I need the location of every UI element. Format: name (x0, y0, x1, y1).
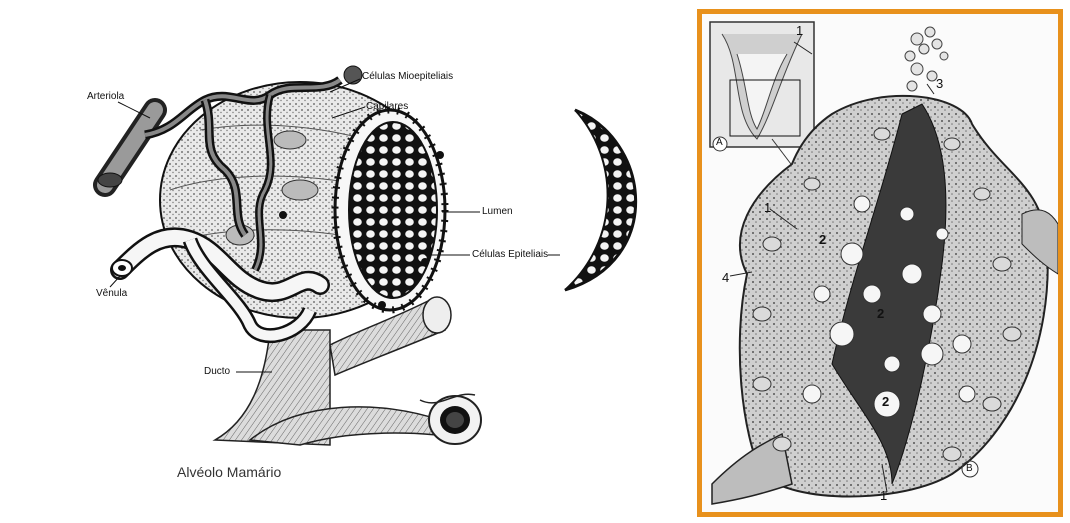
epithelial-crescent (565, 110, 636, 290)
panel-letter-b: B (966, 463, 973, 474)
label-capillaries: Capilares (366, 101, 408, 112)
lumen-section (335, 110, 445, 310)
histology-panel: 1 3 1 2 4 2 2 1 A B (697, 9, 1063, 517)
inset-letter-a: A (716, 137, 723, 148)
label-arteriole: Arteriola (87, 91, 124, 102)
number-2-top: 2 (819, 232, 826, 247)
histology-drawing (702, 14, 1058, 512)
label-myoepithelial-cells: Células Mioepiteliais (362, 71, 453, 82)
label-venule: Vênula (96, 288, 127, 299)
label-epithelial-cells: Células Epiteliais (472, 249, 548, 260)
alveolus-drawing (0, 0, 690, 523)
figure-caption: Alvéolo Mamário (177, 464, 281, 480)
number-3: 3 (936, 76, 943, 91)
label-duct: Ducto (204, 366, 230, 377)
number-2-bottom: 2 (882, 394, 889, 409)
number-2-middle: 2 (877, 306, 884, 321)
alveolus-illustration: Arteriola Células Mioepiteliais Capilare… (0, 0, 690, 523)
number-4: 4 (722, 270, 729, 285)
lobule-b (712, 96, 1058, 504)
number-1-inset: 1 (796, 23, 803, 38)
number-1-base: 1 (880, 488, 887, 503)
label-lumen: Lumen (482, 206, 513, 217)
number-1-wall: 1 (764, 200, 771, 215)
